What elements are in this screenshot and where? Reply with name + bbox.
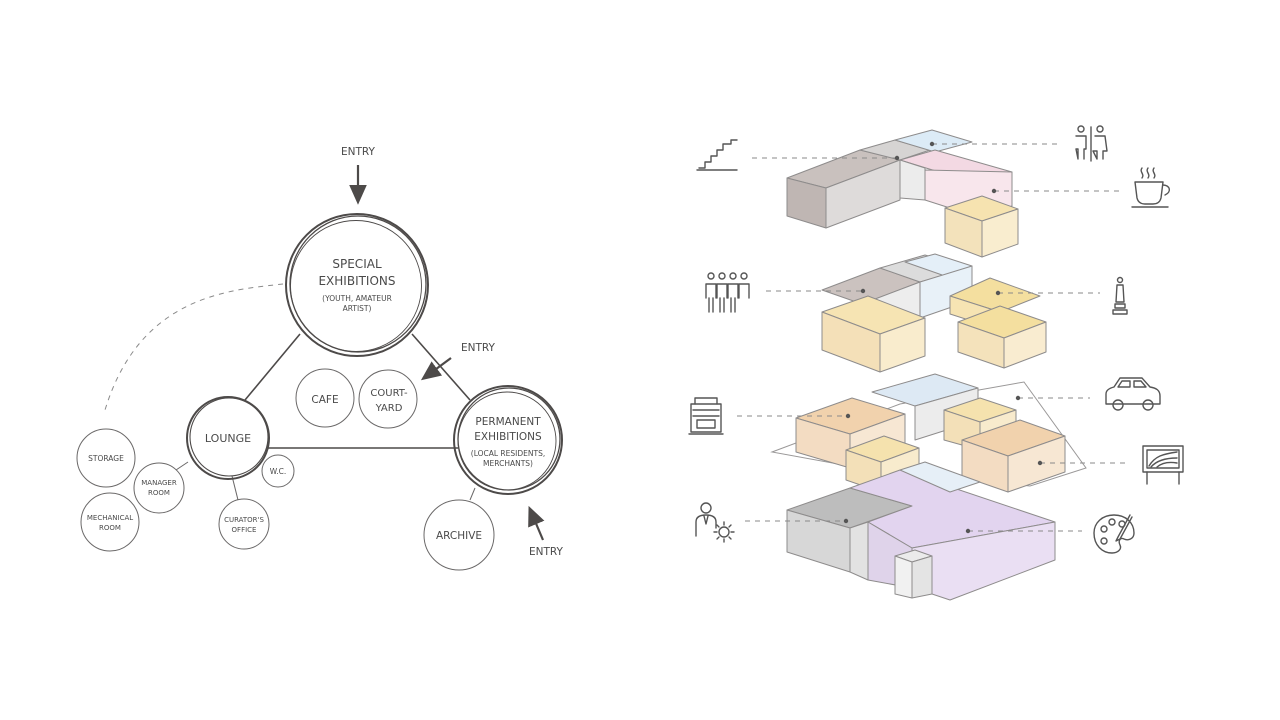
wc-bubble: W.C. xyxy=(261,454,295,488)
entry-top: ENTRY xyxy=(341,146,376,205)
svg-text:ARCHIVE: ARCHIVE xyxy=(436,530,482,542)
svg-text:COURT-: COURT- xyxy=(370,388,408,399)
entry-arrow xyxy=(420,357,452,381)
archive-bubble: ARCHIVE xyxy=(423,499,495,571)
level-top xyxy=(786,129,1019,258)
svg-text:ROOM: ROOM xyxy=(148,489,170,497)
svg-text:OFFICE: OFFICE xyxy=(232,526,257,534)
svg-text:SPECIAL: SPECIAL xyxy=(332,257,382,271)
entry-label: ENTRY xyxy=(341,146,376,158)
mechanical-room-bubble: MECHANICAL ROOM xyxy=(80,492,140,552)
coffee-cup-icon xyxy=(1131,167,1170,208)
stairs-icon xyxy=(696,139,738,171)
svg-text:MERCHANTS): MERCHANTS) xyxy=(483,459,533,468)
svg-text:ROOM: ROOM xyxy=(99,524,121,532)
people-group-icon xyxy=(705,272,750,313)
svg-text:(LOCAL RESIDENTS,: (LOCAL RESIDENTS, xyxy=(471,449,545,458)
level-second xyxy=(821,253,1047,373)
svg-text:STORAGE: STORAGE xyxy=(88,454,124,463)
manager-room-bubble: MANAGER ROOM xyxy=(133,462,185,514)
entry-label: ENTRY xyxy=(529,546,564,558)
curators-office-bubble: CURATOR'S OFFICE xyxy=(218,498,270,550)
permanent-exhibitions-bubble: PERMANENT EXHIBITIONS (LOCAL RESIDENTS, … xyxy=(453,385,563,495)
leader-lines xyxy=(737,141,1128,534)
entry-label: ENTRY xyxy=(461,342,496,354)
framed-artwork-icon xyxy=(1142,445,1184,485)
courtyard-bubble: COURT- YARD xyxy=(358,369,418,429)
level-basement xyxy=(786,461,1056,601)
staff-gear-icon xyxy=(695,502,735,543)
svg-text:EXHIBITIONS: EXHIBITIONS xyxy=(474,431,542,443)
svg-text:CURATOR'S: CURATOR'S xyxy=(224,516,264,524)
restroom-icon xyxy=(1075,125,1108,162)
connection-lines xyxy=(104,283,476,501)
storage-link-dashed xyxy=(104,283,284,411)
svg-text:EXHIBITIONS: EXHIBITIONS xyxy=(318,274,395,288)
level-ground xyxy=(770,373,1087,493)
svg-text:ARTIST): ARTIST) xyxy=(343,304,372,313)
svg-text:MANAGER: MANAGER xyxy=(141,479,177,487)
entry-arrow xyxy=(528,505,545,541)
entry-right: ENTRY xyxy=(420,342,496,381)
bubble-diagram: ENTRY ENTRY ENTRY SPECIAL EXHIBITIONS (Y… xyxy=(76,146,564,571)
card-catalog-icon xyxy=(688,397,724,435)
paint-palette-icon xyxy=(1093,514,1135,554)
exploded-axonometric xyxy=(688,125,1184,601)
cafe-bubble: CAFE xyxy=(295,368,355,428)
car-icon xyxy=(1105,377,1161,411)
svg-text:YARD: YARD xyxy=(375,403,403,414)
svg-text:CAFE: CAFE xyxy=(311,394,338,406)
entry-bottom: ENTRY xyxy=(528,505,564,558)
storage-bubble: STORAGE xyxy=(76,428,136,488)
svg-text:LOUNGE: LOUNGE xyxy=(205,432,251,445)
special-exhibitions-bubble: SPECIAL EXHIBITIONS (YOUTH, AMATEUR ARTI… xyxy=(285,213,429,357)
statue-icon xyxy=(1112,276,1128,315)
svg-text:(YOUTH, AMATEUR: (YOUTH, AMATEUR xyxy=(322,294,392,303)
svg-text:W.C.: W.C. xyxy=(270,467,287,476)
svg-text:PERMANENT: PERMANENT xyxy=(475,416,541,428)
lounge-bubble: LOUNGE xyxy=(186,396,270,480)
svg-text:MECHANICAL: MECHANICAL xyxy=(87,514,133,522)
